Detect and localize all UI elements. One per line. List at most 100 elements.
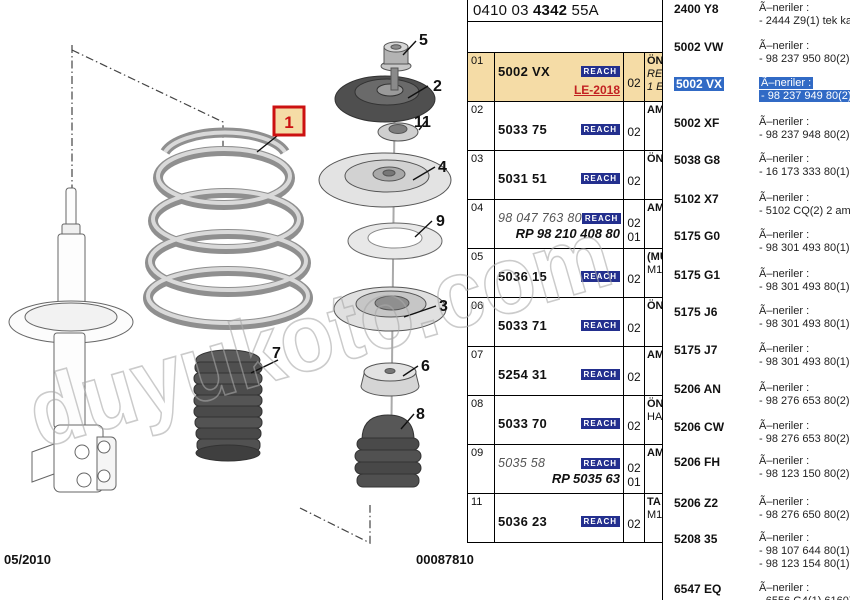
reference-part-code[interactable]: 5206 FH	[674, 455, 721, 469]
description-cell: AM	[645, 200, 662, 248]
part-number: 5002 VX	[498, 64, 550, 79]
reach-badge[interactable]: REACH	[580, 516, 620, 527]
quantity-value: 02	[627, 76, 641, 90]
reach-badge[interactable]: REACH	[580, 418, 620, 429]
part-number: 5033 71	[498, 318, 548, 333]
diagram-date: 05/2010	[4, 552, 51, 567]
reference-part-code[interactable]: 5206 CW	[674, 420, 725, 434]
reference-description-line: Ã–neriler :	[759, 305, 810, 317]
quantity-cell: 02	[624, 151, 645, 199]
part-line: 5033 71 REACH	[498, 318, 620, 333]
reference-description-line: Ã–neriler :	[759, 496, 810, 508]
reach-badge[interactable]: REACH	[581, 212, 622, 224]
reference-part-code[interactable]: 5175 J7	[674, 343, 718, 357]
reach-badge[interactable]: REACH	[580, 457, 620, 469]
callout-4-label: 4	[438, 159, 447, 176]
reference-description-line: - 98 301 493 80(1) +	[759, 242, 850, 254]
reference-description-line: - 16 173 333 80(1) +	[759, 166, 850, 178]
reference-part-code[interactable]: 5175 J6	[674, 305, 718, 319]
reach-badge[interactable]: REACH	[580, 369, 620, 380]
strut-body-drawing	[8, 187, 134, 493]
description-fragment: ÖN	[647, 398, 662, 410]
reference-part-code[interactable]: 5206 Z2	[674, 496, 719, 510]
quantity-value: 01	[627, 475, 641, 489]
description-cell: ÖN	[645, 151, 662, 199]
quantity-cell: 02	[624, 298, 645, 346]
reach-badge[interactable]: REACH	[580, 66, 620, 77]
description-cell: AM	[645, 102, 662, 150]
quantity-value: 02	[627, 174, 641, 188]
quantity-value: 02	[627, 272, 641, 286]
description-fragment: M1	[647, 264, 662, 276]
reference-description-line: - 98 237 950 80(2)	[759, 53, 850, 65]
reference-description-line: - 98 123 154 80(1) +	[759, 558, 850, 570]
description-fragment: ÖN	[647, 153, 662, 165]
reference-description: Ã–neriler :- 5102 CQ(2) 2 amort	[759, 192, 850, 218]
row-number-cell: 02	[468, 102, 495, 150]
description-fragment: AM	[647, 349, 662, 361]
quantity-value: 02	[627, 125, 641, 139]
reach-badge[interactable]: REACH	[580, 271, 620, 282]
reference-part-code[interactable]: 5102 X7	[674, 192, 719, 206]
row-number-cell: 05	[468, 249, 495, 297]
callout-1-box: 1	[272, 105, 306, 137]
reference-part-code[interactable]: 5038 G8	[674, 153, 721, 167]
reference-description: Ã–neriler :- 98 123 150 80(2) 2	[759, 455, 850, 481]
reference-part-code[interactable]: 2400 Y8	[674, 2, 719, 16]
reference-part-code[interactable]: 5206 AN	[674, 382, 721, 396]
le-2018-link[interactable]: LE-2018	[573, 83, 620, 97]
callout-8-label: 8	[416, 406, 425, 423]
reference-description-line: - 98 301 493 80(1) +	[759, 356, 850, 368]
part-line: 5002 VX REACH	[498, 64, 620, 79]
description-cell: AM	[645, 347, 662, 395]
reference-description-line: - 5102 CQ(2) 2 amort	[759, 205, 850, 217]
reference-part-code[interactable]: 5002 XF	[674, 116, 720, 130]
reference-description-line: - 98 301 493 80(1) +	[759, 281, 850, 293]
quantity-cell: 02	[624, 494, 645, 542]
part-number-cell: 5002 VX REACH LE-2018	[495, 53, 624, 101]
reach-badge[interactable]: REACH	[580, 124, 620, 135]
row-number-cell: 06	[468, 298, 495, 346]
reach-badge[interactable]: REACH	[580, 173, 620, 184]
quantity-value: 02	[627, 419, 641, 433]
reference-description-line: Ã–neriler :	[759, 77, 850, 90]
reference-part-code[interactable]: 6547 EQ	[674, 582, 722, 596]
reference-part-code[interactable]: 5208 35	[674, 532, 718, 546]
reference-description-line: Ã–neriler :	[759, 420, 810, 432]
part-number: 5036 23	[498, 514, 548, 529]
reference-description-line: Ã–neriler :	[759, 2, 810, 14]
reference-description: Ã–neriler :- 98 301 493 80(1) +	[759, 268, 850, 294]
part-dust-cup	[360, 362, 420, 397]
reference-part-code[interactable]: 5002 VX	[674, 77, 725, 91]
reference-part-code[interactable]: 5002 VW	[674, 40, 724, 54]
reach-badge[interactable]: REACH	[580, 320, 620, 331]
part-seat-ring	[347, 222, 443, 260]
reference-part-code[interactable]: 5175 G0	[674, 229, 721, 243]
reference-description-line: - 98 276 653 80(2) 2	[759, 395, 850, 407]
description-fragment: HA	[647, 411, 662, 423]
reference-description: Ã–neriler :- 98 276 653 80(2) 2	[759, 420, 850, 446]
quantity-value: 02	[627, 517, 641, 531]
part-number: 5033 70	[498, 416, 548, 431]
reference-part-code[interactable]: 5175 G1	[674, 268, 721, 282]
diagram-reference-number: 00087810	[416, 552, 474, 567]
